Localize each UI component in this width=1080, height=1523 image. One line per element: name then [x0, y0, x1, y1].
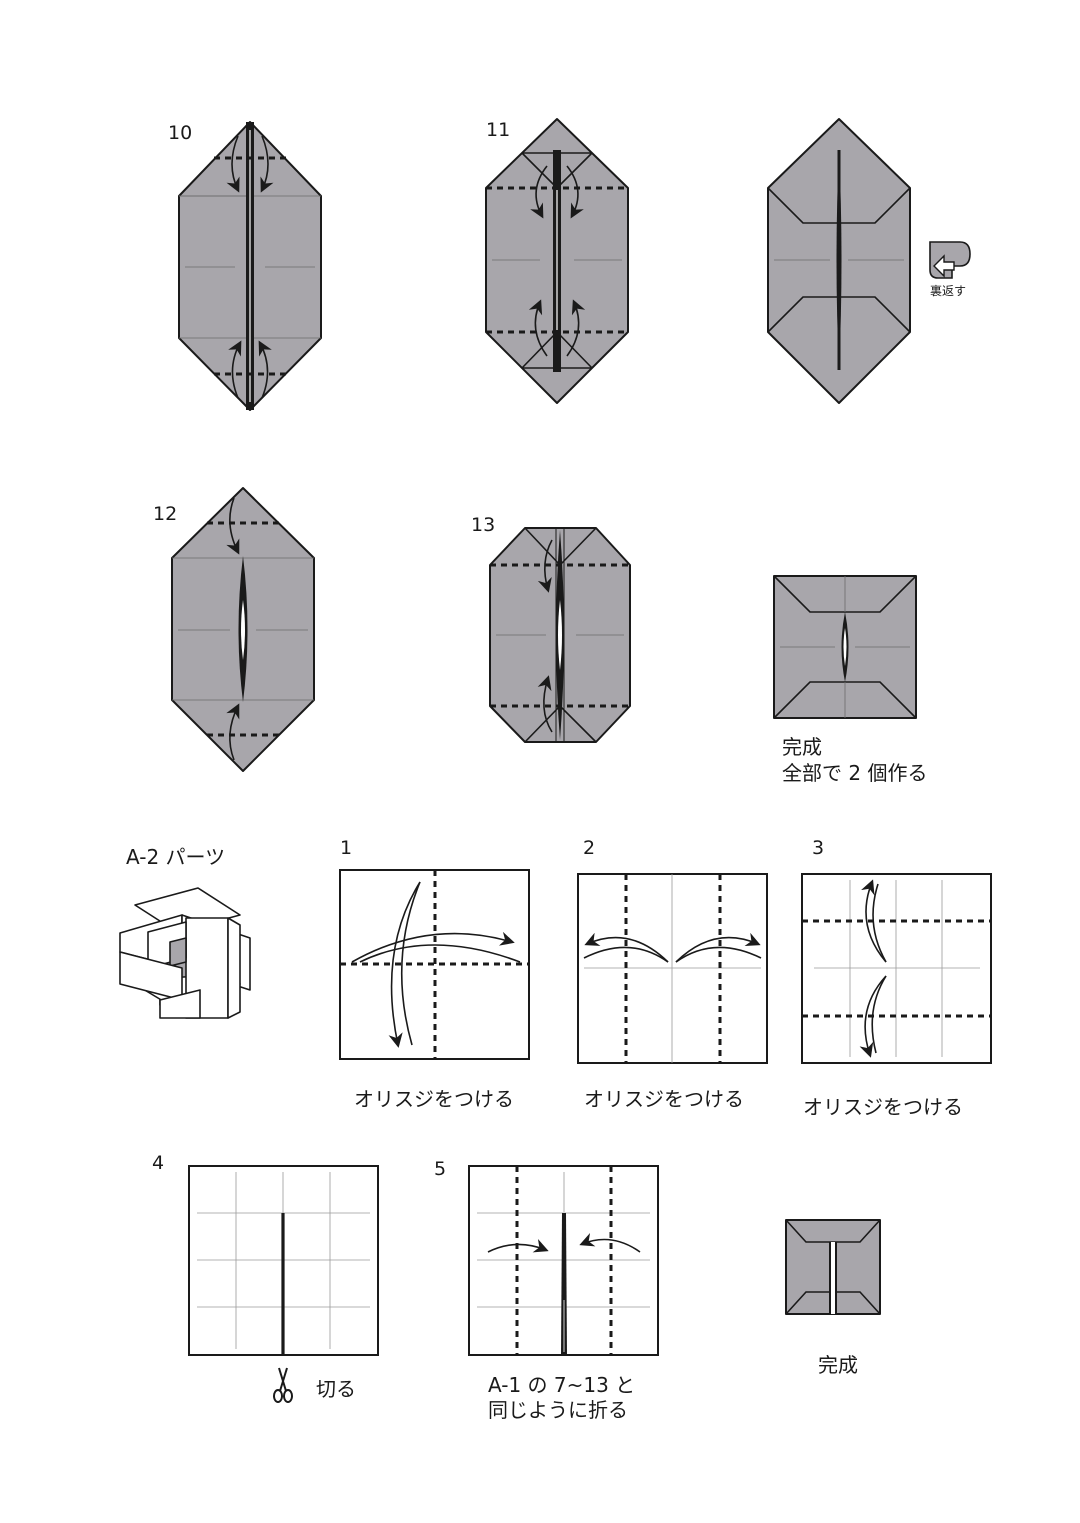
make-two-label: 全部で 2 個作る: [782, 761, 927, 785]
a2-complete-model: [785, 1219, 881, 1315]
step-b1: 1: [339, 837, 530, 1060]
step-b3: 3: [801, 837, 992, 1064]
step-12: 12: [153, 487, 315, 772]
step-number-13: 13: [471, 514, 495, 536]
step-number-b3: 3: [812, 837, 824, 859]
step-b5: 5: [434, 1158, 659, 1356]
step-b4: 4: [152, 1152, 379, 1356]
step-number-b2: 2: [583, 837, 595, 859]
step-number-11: 11: [486, 119, 510, 141]
a2-part-illustration: [119, 887, 251, 1019]
a1-complete-model: [773, 575, 917, 719]
complete-label-b: 完成: [818, 1353, 858, 1377]
same-fold-caption-line1: A-1 の 7~13 と: [488, 1373, 635, 1397]
step-11-result: [767, 118, 911, 404]
step-13: 13: [471, 514, 631, 743]
turn-over-label: 裏返す: [930, 283, 966, 298]
crease-caption-2: オリスジをつける: [584, 1087, 744, 1111]
cut-caption: 切る: [316, 1377, 356, 1401]
step-number-12: 12: [153, 503, 177, 525]
step-number-b5: 5: [434, 1158, 446, 1180]
complete-label-a: 完成: [782, 735, 822, 759]
step-number-b1: 1: [340, 837, 352, 859]
turn-over-icon: [929, 241, 971, 279]
step-11: 11: [485, 118, 629, 404]
part-title: A-2 パーツ: [126, 845, 225, 869]
scissors-icon: [273, 1367, 293, 1403]
same-fold-caption-line2: 同じように折る: [488, 1398, 628, 1422]
step-b2: 2: [577, 837, 768, 1064]
step-number-10: 10: [168, 122, 192, 144]
crease-caption-3: オリスジをつける: [803, 1095, 963, 1119]
step-10: 10: [168, 121, 322, 411]
crease-caption-1: オリスジをつける: [354, 1087, 514, 1111]
step-number-b4: 4: [152, 1152, 164, 1174]
